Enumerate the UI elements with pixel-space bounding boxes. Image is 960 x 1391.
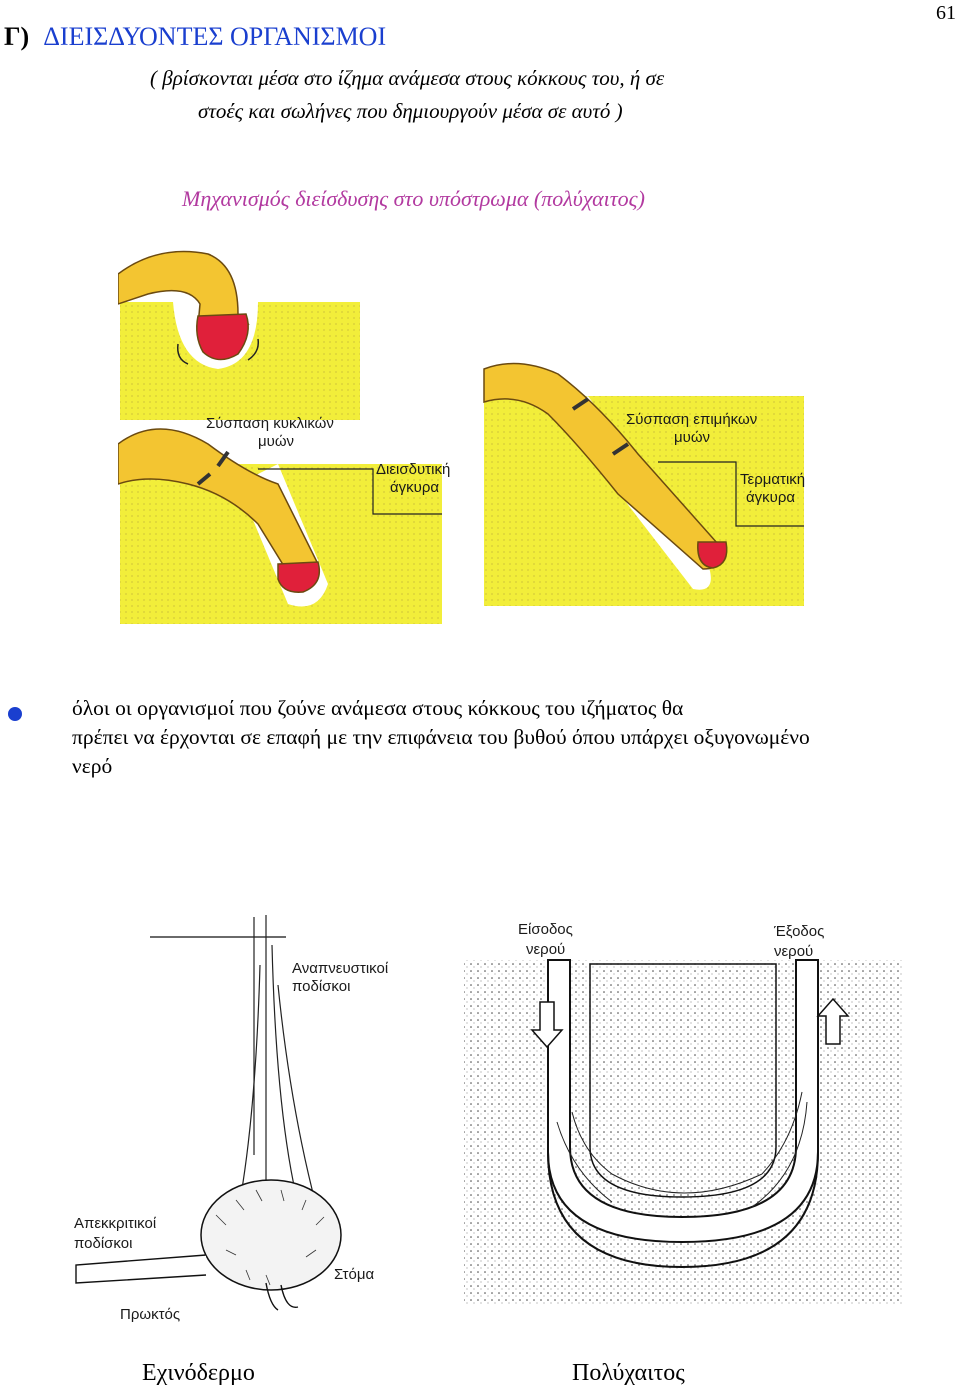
label-circular-muscles-1: Σύσπαση κυκλικών [206,415,334,432]
section-letter: Γ) [4,22,30,51]
bullet-dot [8,707,22,721]
page-number: 61 [936,2,956,24]
label-penetration-anchor-1: Διεισδυτική [376,461,450,478]
echinoderm-figure: Αναπνευστικοί ποδίσκοι Απεκκριτικοί ποδί… [74,915,389,1323]
label-excretory-podia-1: Απεκκριτικοί [74,1215,157,1232]
bullet-line-3: νερό [72,754,113,778]
label-longitudinal-muscles-2: μυών [674,429,710,446]
bullet-paragraph: όλοι οι οργανισμοί που ζούνε ανάμεσα στο… [72,694,952,781]
label-excretory-podia-2: ποδίσκοι [74,1235,132,1252]
panel-start [118,250,360,420]
caption-polychaete: Πολύχαιτος [572,1360,685,1386]
penetration-mechanism-figure: Σύσπαση κυκλικών μυών Διεισδυτική άγκυρα… [118,250,805,624]
label-water-out-2: νερού [774,943,813,960]
label-mouth: Στόμα [334,1266,374,1283]
section-heading: Γ) ΔΙΕΙΣΔΥΟΝΤΕΣ ΟΡΓΑΝΙΣΜΟΙ [4,22,386,52]
polychaete-burrow-figure: Είσοδος νερού Έξοδος νερού [464,921,904,1306]
bullet-line-1: όλοι οι οργανισμοί που ζούνε ανάμεσα στο… [72,696,684,720]
subtitle-line-1: ( βρίσκονται μέσα στο ίζημα ανάμεσα στου… [150,66,665,90]
section-title: ΔΙΕΙΣΔΥΟΝΤΕΣ ΟΡΓΑΝΙΣΜΟΙ [43,22,387,51]
caption-echinoderm: Εχινόδερμο [142,1360,255,1386]
label-respiratory-podia-1: Αναπνευστικοί [292,960,389,977]
label-water-in-1: Είσοδος [518,921,573,938]
label-longitudinal-muscles-1: Σύσπαση επιμήκων [626,411,757,428]
label-anus: Πρωκτός [120,1306,180,1323]
label-water-out-1: Έξοδος [773,923,824,940]
label-penetration-anchor-2: άγκυρα [390,479,439,496]
label-terminal-anchor-2: άγκυρα [746,489,795,506]
label-respiratory-podia-2: ποδίσκοι [292,978,350,995]
label-circular-muscles-2: μυών [258,433,294,450]
figure1-title: Μηχανισμός διείσδυσης στο υπόστρωμα (πολ… [182,186,645,211]
label-water-in-2: νερού [526,941,565,958]
panel-penetration-anchor: Σύσπαση κυκλικών μυών Διεισδυτική άγκυρα [118,415,450,624]
subtitle-line-2: στοές και σωλήνες που δημιουργούν μέσα σ… [198,99,623,123]
bullet-line-2: πρέπει να έρχονται σε επαφή με την επιφά… [72,725,810,749]
panel-terminal-anchor: Σύσπαση επιμήκων μυών Τερματική άγκυρα [483,362,805,606]
label-terminal-anchor-1: Τερματική [740,471,805,488]
section-subtitle: ( βρίσκονται μέσα στο ίζημα ανάμεσα στου… [150,62,870,128]
